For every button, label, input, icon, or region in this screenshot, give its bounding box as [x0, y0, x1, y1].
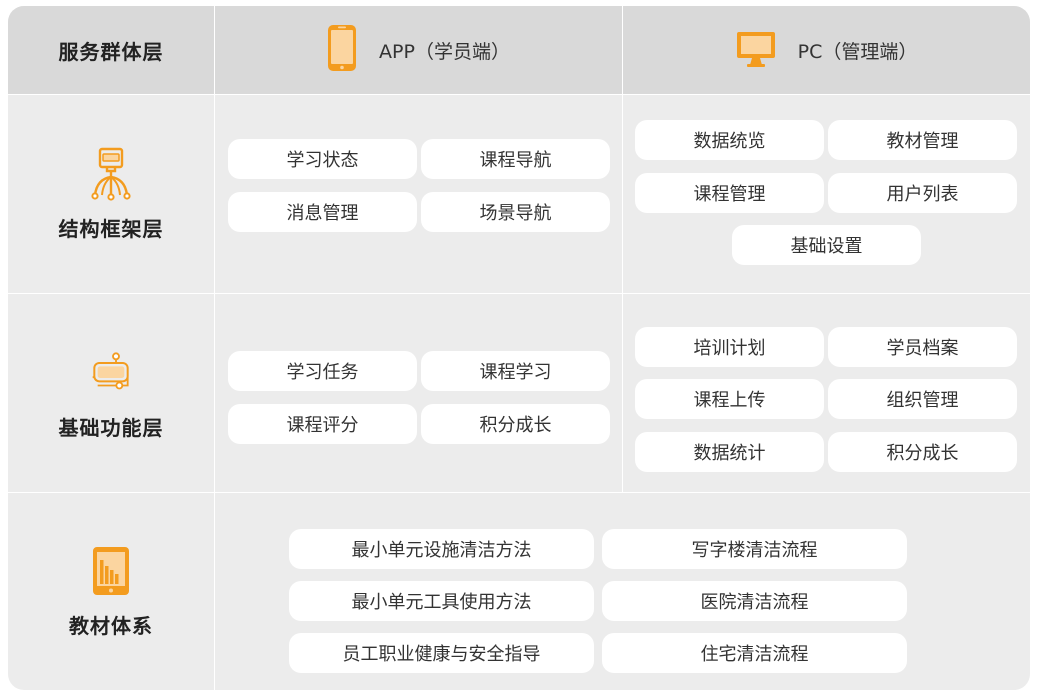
- app-column-header: APP（学员端）: [215, 6, 622, 94]
- app-column-title: APP（学员端）: [379, 40, 510, 63]
- textbook-item: 写字楼清洁流程: [602, 529, 907, 569]
- phone-icon: [327, 24, 357, 76]
- header-label-cell: 服务群体层: [8, 6, 214, 94]
- pc-item: 课程上传: [635, 379, 824, 419]
- pc-column-title: PC（管理端）: [797, 40, 918, 63]
- architecture-diagram: 服务群体层 APP（学员端） P: [8, 6, 1030, 690]
- app-item: 课程评分: [228, 404, 417, 444]
- textbook-system-label: 教材体系: [69, 614, 153, 638]
- textbook-item: 最小单元工具使用方法: [289, 581, 594, 621]
- pc-item: 教材管理: [828, 120, 1017, 160]
- app-item: 学习状态: [228, 139, 417, 179]
- pc-column-header: PC（管理端）: [623, 6, 1030, 94]
- function-layer-label-cell: 基础功能层: [8, 294, 214, 492]
- framework-layer-label: 结构框架层: [58, 216, 164, 241]
- app-item: 学习任务: [228, 351, 417, 391]
- pc-item: 基础设置: [732, 225, 921, 265]
- app-item: 课程学习: [421, 351, 610, 391]
- app-item: 场景导航: [421, 192, 610, 232]
- tablet-chart-icon: [91, 544, 131, 598]
- pc-item: 数据统计: [635, 432, 824, 472]
- framework-layer-label-cell: 结构框架层: [8, 95, 214, 293]
- pc-item: 学员档案: [828, 327, 1017, 367]
- textbook-item: 员工职业健康与安全指导: [289, 633, 594, 673]
- app-item: 课程导航: [421, 139, 610, 179]
- function-layer-label: 基础功能层: [58, 415, 164, 440]
- pc-item: 课程管理: [635, 173, 824, 213]
- framework-icon: [91, 147, 131, 201]
- textbook-system-label-cell: 教材体系: [8, 493, 214, 690]
- textbook-system-row: 教材体系 最小单元设施清洁方法 写字楼清洁流程 最小单元工具使用方法 医院清洁流…: [8, 493, 1030, 690]
- pc-item: 用户列表: [828, 173, 1017, 213]
- textbook-item: 医院清洁流程: [602, 581, 907, 621]
- textbook-item: 最小单元设施清洁方法: [289, 529, 594, 569]
- monitor-icon: [736, 28, 776, 72]
- function-layer-row: 基础功能层 学习任务 课程学习 课程评分 积分成长 培训计划 学员档案 课程上传…: [8, 294, 1030, 492]
- app-item: 积分成长: [421, 404, 610, 444]
- textbook-item: 住宅清洁流程: [602, 633, 907, 673]
- pc-item: 积分成长: [828, 432, 1017, 472]
- pc-item: 培训计划: [635, 327, 824, 367]
- app-item: 消息管理: [228, 192, 417, 232]
- framework-layer-row: 结构框架层 学习状态 课程导航 消息管理 场景导航 数据统览 教材管理 课程管理…: [8, 95, 1030, 293]
- header-row: 服务群体层 APP（学员端） P: [8, 6, 1030, 94]
- header-label: 服务群体层: [58, 39, 164, 64]
- pc-item: 数据统览: [635, 120, 824, 160]
- pc-item: 组织管理: [828, 379, 1017, 419]
- function-icon: [91, 346, 131, 400]
